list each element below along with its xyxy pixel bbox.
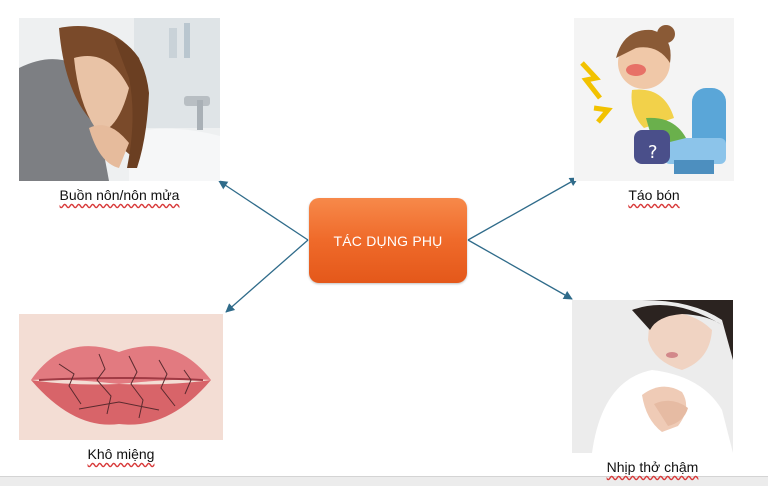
chest-breathing-photo: [572, 300, 733, 453]
svg-text:?: ?: [648, 142, 658, 163]
caption-dry-mouth: Khô miệng: [87, 446, 155, 462]
caption-nausea: Buồn nôn/nôn mửa: [59, 187, 180, 203]
arrow-to-constipation: [467, 177, 579, 241]
nausea-photo: [19, 18, 220, 181]
center-node: TÁC DỤNG PHỤ: [309, 198, 467, 283]
bottom-strip: [0, 476, 768, 486]
caption-constipation: Táo bón: [628, 187, 680, 203]
caption-slow-breathing: Nhịp thở chậm: [606, 459, 699, 475]
arrow-to-dry-mouth: [225, 239, 309, 313]
arrow-to-slow-breathing: [467, 239, 573, 300]
dry-lips-photo: [19, 314, 223, 440]
center-node-label: TÁC DỤNG PHỤ: [333, 232, 443, 249]
constipation-illustration: ?: [574, 18, 734, 181]
arrow-to-nausea: [218, 180, 309, 241]
